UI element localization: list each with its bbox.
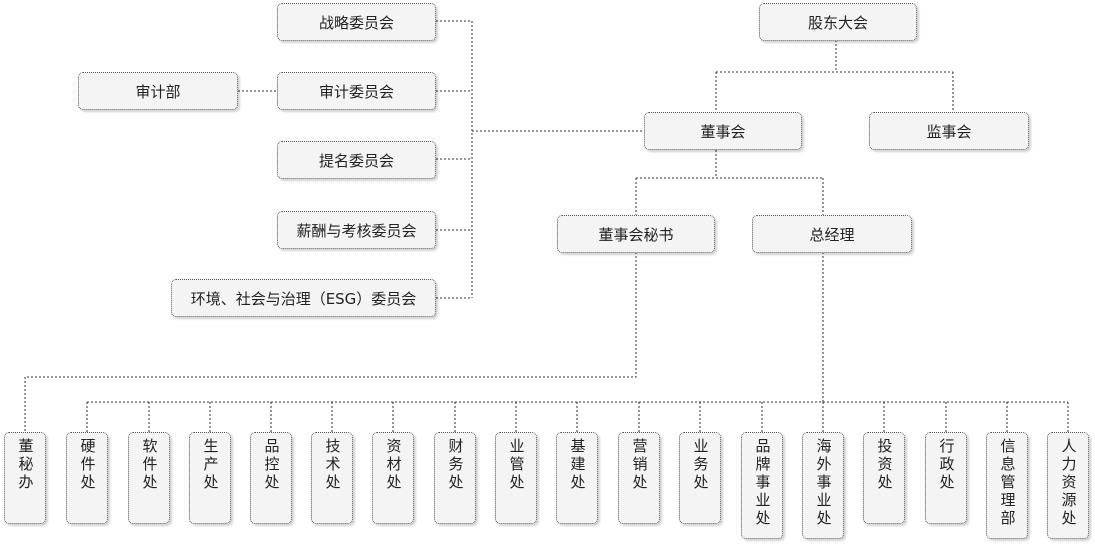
nomination-committee-label: 提名委员会 [318,151,394,170]
dept-box: 业务处 [679,432,721,524]
audit-committee-label: 审计委员会 [318,82,394,101]
dept-box: 品控处 [250,432,292,524]
supervisors-label: 监事会 [926,122,972,141]
dept-label: 海外事业处 [814,438,833,528]
nomination-committee-box: 提名委员会 [277,141,436,179]
shareholders-meeting-label: 股东大会 [807,13,868,32]
dept-box: 资材处 [372,432,414,524]
dept-label: 基建处 [568,438,587,492]
dept-label: 业管处 [507,438,526,492]
dept-label: 董秘办 [16,438,35,492]
strategy-committee-box: 战略委员会 [277,3,436,41]
dept-label: 行政处 [937,438,956,492]
board-box: 董事会 [644,112,802,150]
compensation-committee-box: 薪酬与考核委员会 [277,211,436,249]
dept-box: 生产处 [189,432,231,524]
dept-box: 营销处 [618,432,660,524]
dept-label: 品牌事业处 [753,438,772,528]
dept-label: 财务处 [446,438,465,492]
board-secretary-box: 董事会秘书 [557,215,715,253]
dept-box: 海外事业处 [802,432,844,539]
dept-box: 人力资源处 [1047,432,1089,539]
general-manager-label: 总经理 [809,225,855,244]
dept-label: 资材处 [384,438,403,492]
audit-committee-box: 审计委员会 [277,72,436,110]
dept-box: 技术处 [311,432,353,524]
general-manager-box: 总经理 [752,215,912,253]
dept-label: 业务处 [691,438,710,492]
dept-box: 品牌事业处 [741,432,783,539]
dept-box: 信息管理部 [986,432,1028,539]
board-label: 董事会 [700,122,746,141]
dept-label: 营销处 [630,438,649,492]
esg-committee-label: 环境、社会与治理（ESG）委员会 [190,289,417,308]
esg-committee-box: 环境、社会与治理（ESG）委员会 [171,279,436,317]
audit-department-box: 审计部 [78,72,238,110]
dept-label: 投资处 [875,438,894,492]
dept-box: 投资处 [863,432,905,524]
dept-box: 软件处 [128,432,170,524]
strategy-committee-label: 战略委员会 [318,13,394,32]
compensation-committee-label: 薪酬与考核委员会 [296,221,417,240]
dept-box: 董秘办 [4,432,46,524]
dept-label: 硬件处 [78,438,97,492]
board-secretary-label: 董事会秘书 [598,225,674,244]
dept-label: 信息管理部 [998,438,1017,528]
dept-label: 品控处 [262,438,281,492]
dept-box: 行政处 [925,432,967,524]
supervisors-box: 监事会 [869,112,1029,150]
dept-label: 技术处 [323,438,342,492]
dept-label: 软件处 [140,438,159,492]
dept-box: 业管处 [495,432,537,524]
connector-dept-drops [86,402,1069,432]
dept-box: 硬件处 [66,432,108,524]
dept-label: 人力资源处 [1059,438,1078,528]
audit-department-label: 审计部 [135,82,181,101]
shareholders-meeting-box: 股东大会 [759,3,917,41]
dept-box: 财务处 [434,432,476,524]
dept-box: 基建处 [556,432,598,524]
dept-label: 生产处 [201,438,220,492]
